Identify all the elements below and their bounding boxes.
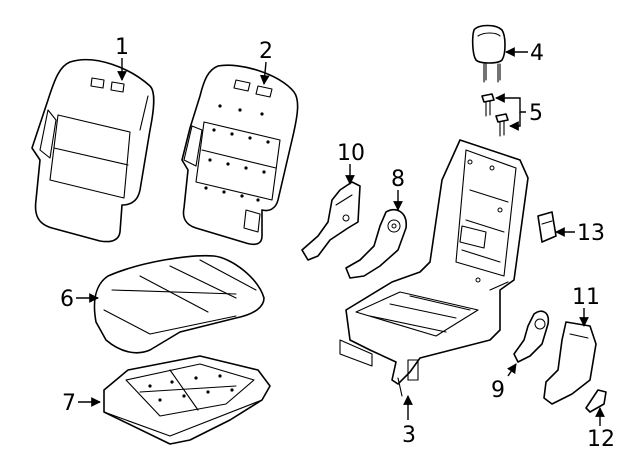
callout-4: 4 xyxy=(530,41,544,66)
part-11-side-trim[interactable] xyxy=(543,321,597,405)
callout-10: 10 xyxy=(337,141,365,166)
part-10-side-bracket[interactable] xyxy=(301,181,361,261)
part-12-small-cover[interactable] xyxy=(585,389,607,413)
callout-5: 5 xyxy=(529,101,543,126)
callout-7: 7 xyxy=(62,391,76,416)
callout-3: 3 xyxy=(402,423,416,448)
callout-2: 2 xyxy=(259,39,273,64)
part-6-seat-cushion-cover[interactable] xyxy=(93,254,265,354)
callout-1: 1 xyxy=(115,35,129,60)
part-9-recliner-shield[interactable] xyxy=(513,310,550,363)
part-13-clip[interactable] xyxy=(537,211,557,243)
part-3-seat-frame[interactable] xyxy=(339,139,529,397)
leader-lines xyxy=(76,47,605,426)
part-5-headrest-guides[interactable] xyxy=(481,93,509,137)
callout-11: 11 xyxy=(572,285,600,310)
callout-6: 6 xyxy=(60,287,74,312)
callout-8: 8 xyxy=(391,167,405,192)
callout-12: 12 xyxy=(587,427,615,452)
part-1-seat-back-cover[interactable] xyxy=(31,58,155,243)
part-2-seat-back-pad[interactable] xyxy=(181,64,299,246)
callout-9: 9 xyxy=(491,378,505,403)
part-4-headrest[interactable] xyxy=(471,24,506,83)
part-7-seat-cushion-pad[interactable] xyxy=(103,355,271,445)
callout-13: 13 xyxy=(577,221,605,246)
